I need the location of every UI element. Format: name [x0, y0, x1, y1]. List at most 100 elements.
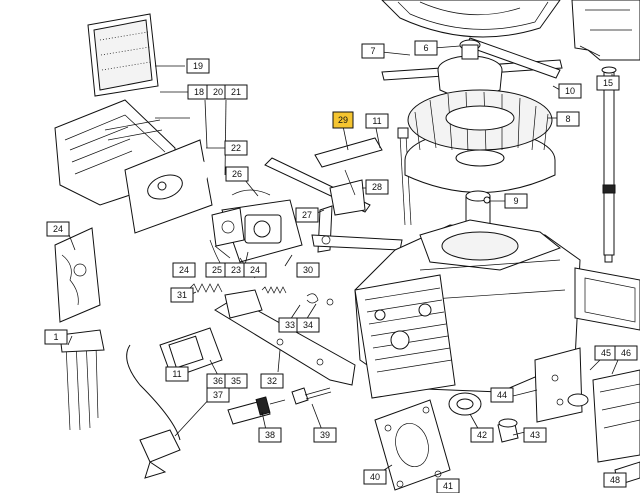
- air-filter-element: [87, 13, 159, 97]
- svg-text:34: 34: [303, 320, 313, 330]
- oil-seal: [448, 392, 482, 416]
- svg-text:33: 33: [285, 320, 295, 330]
- svg-text:11: 11: [372, 116, 381, 126]
- gasket-panel: [54, 227, 101, 323]
- cylinder-head: [354, 274, 456, 399]
- spark-plug-boot: [139, 429, 181, 479]
- callout-48: 48: [603, 472, 627, 488]
- muffler-shield: [534, 347, 583, 423]
- callout-9: 9: [504, 193, 528, 209]
- callout-28: 28: [365, 179, 389, 195]
- callout-15: 15: [596, 75, 620, 91]
- svg-text:24: 24: [53, 224, 63, 234]
- svg-text:8: 8: [565, 114, 570, 124]
- callout-34: 34: [296, 317, 320, 333]
- svg-text:36: 36: [213, 376, 223, 386]
- svg-text:15: 15: [603, 78, 613, 88]
- callout-7: 7: [361, 43, 385, 59]
- svg-text:18: 18: [194, 87, 204, 97]
- carburetor: [211, 189, 303, 263]
- svg-text:40: 40: [370, 472, 380, 482]
- dipstick-tube: [601, 66, 617, 263]
- callout-26: 26: [225, 166, 249, 182]
- svg-text:27: 27: [302, 210, 312, 220]
- callout-10: 10: [558, 83, 582, 99]
- svg-text:31: 31: [177, 290, 187, 300]
- svg-text:25: 25: [212, 265, 222, 275]
- callout-35: 35: [224, 373, 248, 389]
- callout-45: 45: [594, 345, 618, 361]
- callout-41: 41: [436, 478, 460, 493]
- linkage-clips: [306, 293, 334, 306]
- svg-text:39: 39: [320, 430, 330, 440]
- svg-text:11: 11: [172, 369, 181, 379]
- filter-base-plate: [124, 139, 213, 234]
- callout-11-mid: 11: [165, 366, 189, 382]
- callout-29: 29: [332, 111, 354, 129]
- callout-24-right: 24: [243, 262, 267, 278]
- svg-text:28: 28: [372, 182, 382, 192]
- svg-text:32: 32: [267, 376, 277, 386]
- control-bracket: [214, 289, 356, 386]
- svg-text:37: 37: [213, 390, 223, 400]
- spark-plug: [227, 396, 286, 425]
- callout-37: 37: [206, 387, 230, 403]
- svg-text:35: 35: [231, 376, 241, 386]
- callout-38: 38: [258, 427, 282, 443]
- svg-text:38: 38: [265, 430, 275, 440]
- ignition-coil: [126, 327, 223, 441]
- svg-text:1: 1: [53, 332, 58, 342]
- svg-text:21: 21: [231, 87, 241, 97]
- callout-8: 8: [556, 111, 580, 127]
- svg-text:42: 42: [477, 430, 487, 440]
- callout-27: 27: [295, 207, 319, 223]
- side-gasket: [574, 267, 640, 331]
- callout-46: 46: [614, 345, 638, 361]
- svg-text:20: 20: [213, 87, 223, 97]
- svg-text:45: 45: [601, 348, 611, 358]
- svg-text:6: 6: [423, 43, 428, 53]
- svg-text:22: 22: [231, 143, 241, 153]
- head-gasket: [374, 399, 451, 491]
- drain-plug: [497, 418, 519, 443]
- callout-32: 32: [260, 373, 284, 389]
- svg-text:48: 48: [610, 475, 620, 485]
- svg-text:24: 24: [179, 265, 189, 275]
- upper-right-bracket: [571, 0, 640, 61]
- callout-42: 42: [470, 427, 494, 443]
- svg-text:9: 9: [513, 196, 518, 206]
- callout-21: 21: [224, 84, 248, 100]
- svg-text:44: 44: [497, 390, 507, 400]
- callout-11-top: 11: [365, 113, 389, 129]
- top-gasket: [381, 0, 561, 38]
- throttle-spring: [261, 286, 287, 294]
- callout-44: 44: [490, 387, 514, 403]
- callout-24-mid: 24: [172, 262, 196, 278]
- svg-text:46: 46: [621, 348, 631, 358]
- cylinder-stud: [397, 127, 412, 226]
- callout-24-left: 24: [46, 221, 70, 237]
- callout-39: 39: [313, 427, 337, 443]
- svg-text:29: 29: [338, 115, 348, 125]
- callout-31: 31: [170, 287, 194, 303]
- flywheel: [404, 89, 556, 193]
- svg-text:10: 10: [565, 86, 575, 96]
- callout-40: 40: [363, 469, 387, 485]
- governor-spring: [189, 283, 223, 293]
- svg-text:43: 43: [530, 430, 540, 440]
- callout-6: 6: [414, 40, 438, 56]
- svg-text:7: 7: [370, 46, 375, 56]
- svg-text:23: 23: [231, 265, 241, 275]
- governor-bracket: [314, 137, 383, 216]
- callout-1: 1: [44, 329, 68, 345]
- svg-text:24: 24: [250, 265, 260, 275]
- svg-text:30: 30: [303, 265, 313, 275]
- muffler: [567, 369, 640, 463]
- breather-hose: [189, 159, 211, 201]
- callout-22: 22: [224, 140, 248, 156]
- svg-text:26: 26: [232, 169, 242, 179]
- svg-text:41: 41: [443, 481, 453, 491]
- callout-30: 30: [296, 262, 320, 278]
- mounting-bolt: [291, 387, 332, 405]
